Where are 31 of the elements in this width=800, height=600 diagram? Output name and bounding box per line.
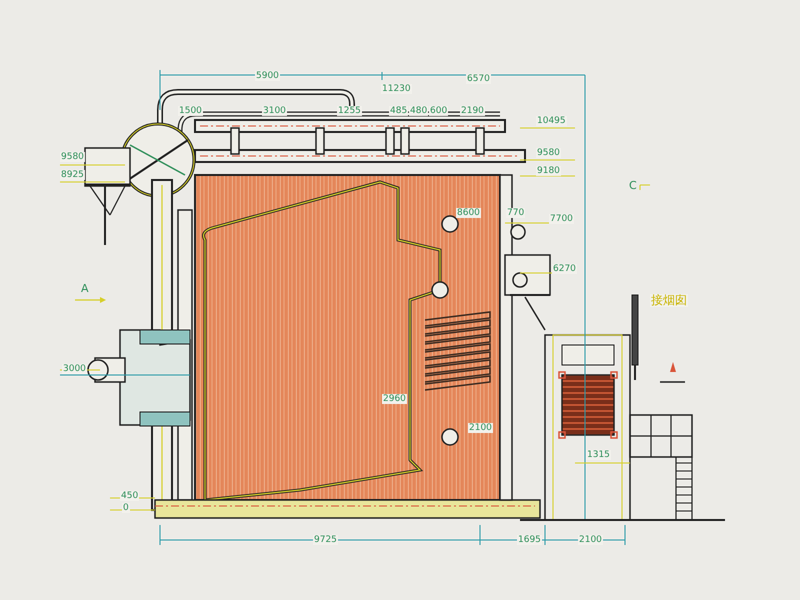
dimension-label: 2100 — [578, 535, 603, 545]
dimension-label: 9725 — [313, 535, 338, 545]
dimension-label: 7700 — [549, 214, 574, 224]
dimension-label: 2960 — [382, 394, 407, 404]
dimension-label: 2100 — [468, 423, 493, 433]
view-marker: C — [628, 180, 638, 192]
dimension-label: 1500 — [178, 106, 203, 116]
dimension-label: 1695 — [517, 535, 542, 545]
dimension-label: 5900 — [255, 71, 280, 81]
dimension-label: 6570 — [466, 74, 491, 84]
dimension-label: 10495 — [536, 116, 567, 126]
dimension-label: 9180 — [536, 166, 561, 176]
view-marker: A — [80, 283, 90, 295]
dimension-label: 770 — [506, 208, 526, 218]
dimension-label: 480 — [409, 106, 428, 116]
dimension-label: 0 — [122, 503, 130, 513]
dimension-label: 11230 — [381, 84, 412, 94]
dimension-label: 485 — [389, 106, 408, 116]
dimension-label: 6270 — [552, 264, 577, 274]
dimension-label: 450 — [120, 491, 140, 501]
dimension-label: 1255 — [337, 106, 362, 116]
dimension-label: 1315 — [586, 450, 611, 460]
dimension-label: 3100 — [262, 106, 287, 116]
dimension-label: 9580 — [536, 148, 561, 158]
dimension-label: 3000 — [62, 364, 87, 374]
dimension-label: 2190 — [460, 106, 485, 116]
dimension-label: 8925 — [60, 170, 85, 180]
dimension-label: 600 — [429, 106, 448, 116]
note-label: 接烟囱 — [650, 294, 688, 307]
dimension-label: 9580 — [60, 152, 85, 162]
dimension-label: 8600 — [456, 208, 481, 218]
